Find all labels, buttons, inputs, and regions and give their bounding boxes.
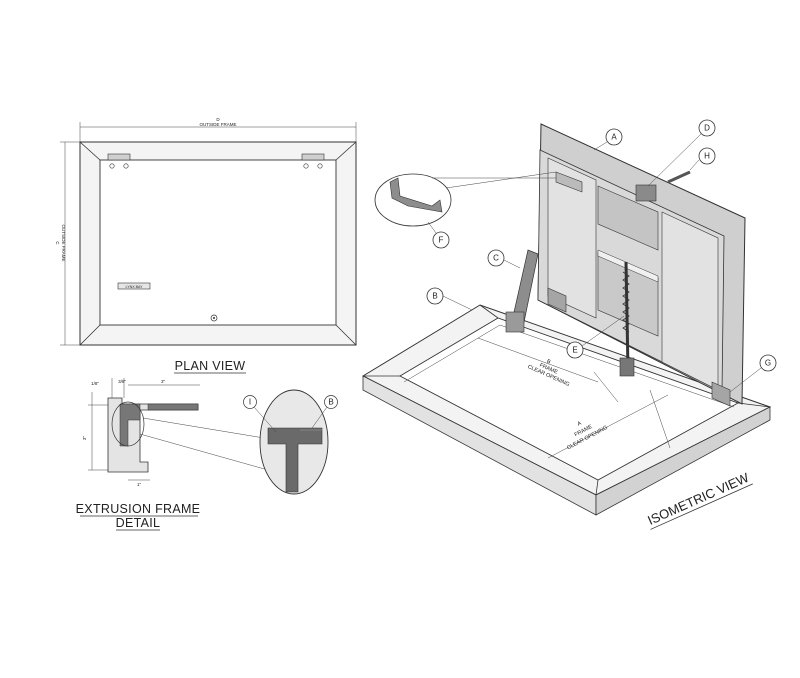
- callout-b-detail-label: B: [328, 398, 333, 407]
- callout-a: A: [593, 128, 623, 151]
- dim-base: 1": [137, 482, 142, 487]
- dim-d-text: OUTSIDE FRAME: [199, 122, 236, 127]
- extrusion-detail: 3" 3" 1/8" 3/8" 1" I B EXTRUSION FRAME D…: [76, 378, 338, 531]
- dim-a-letter: A: [577, 420, 583, 427]
- plan-hinge-right: [301, 153, 325, 161]
- callout-g-label: G: [765, 359, 771, 368]
- callout-c-label: C: [493, 254, 499, 263]
- isometric-view: B FRAME CLEAR OPENING A FRAME CLEAR OPEN…: [361, 119, 777, 530]
- plan-handle-label: LYNX BAY: [125, 285, 143, 289]
- plan-handle: [117, 282, 151, 290]
- dim-top-1: 1/8": [91, 381, 99, 386]
- extrusion-title-line1: EXTRUSION FRAME: [76, 502, 201, 516]
- plan-view-title: PLAN VIEW: [175, 359, 246, 373]
- callout-h-label: H: [704, 152, 710, 161]
- callout-h: H: [689, 147, 716, 171]
- callout-d-label: D: [704, 124, 710, 133]
- dim-d-letter: D: [216, 117, 220, 122]
- dim-top-2: 3/8": [118, 379, 126, 384]
- dim-width: 3": [161, 379, 166, 384]
- callout-e: E: [566, 315, 625, 359]
- plan-view: D OUTSIDE FRAME C OUTSIDE FRAME LYNX BAY…: [55, 117, 357, 374]
- callout-i: [243, 395, 257, 409]
- iso-hinge-g: [711, 381, 731, 407]
- callout-f: F: [427, 221, 450, 249]
- callout-g: G: [729, 354, 777, 393]
- dim-b-letter: B: [546, 359, 552, 366]
- callout-b-label: B: [432, 292, 437, 301]
- callout-b-detail: [324, 395, 338, 409]
- plan-hinge-left: [107, 153, 131, 161]
- callout-b: B: [426, 287, 473, 311]
- dim-height: 3": [82, 436, 87, 441]
- extrusion-title-line2: DETAIL: [116, 516, 161, 530]
- callout-i-label: I: [249, 398, 251, 407]
- dim-c-letter: C: [55, 241, 60, 245]
- callout-c: C: [487, 249, 521, 269]
- callout-a-label: A: [611, 133, 617, 142]
- iso-latch: [635, 184, 657, 202]
- callout-d: D: [647, 119, 716, 187]
- callout-e-label: E: [572, 346, 577, 355]
- dim-c-text: OUTSIDE FRAME: [61, 224, 66, 261]
- plan-cover-panel: [99, 159, 337, 326]
- callout-f-label: F: [439, 236, 444, 245]
